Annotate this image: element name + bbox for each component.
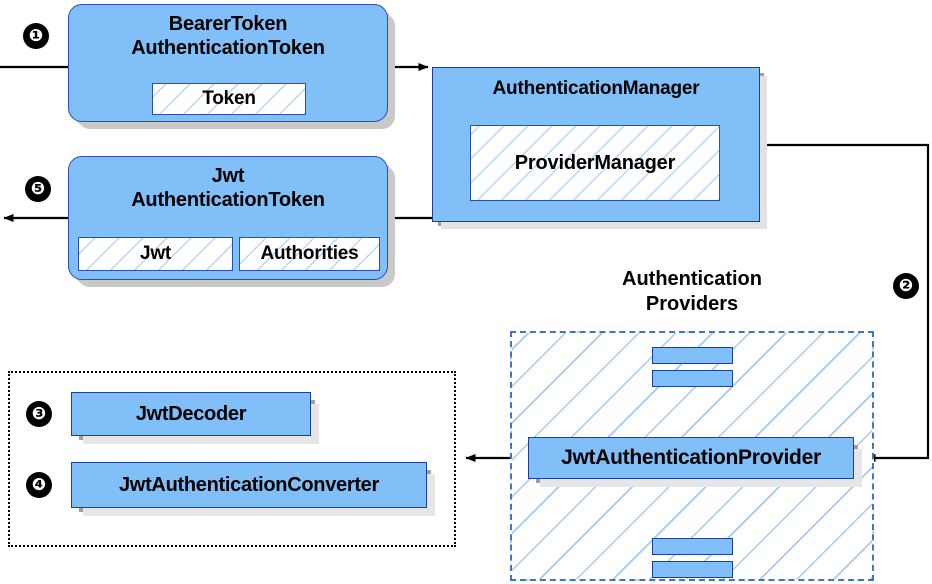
step-marker-2: ❷ bbox=[893, 273, 919, 299]
jwt-decoder-box[interactable]: JwtDecoder bbox=[71, 392, 311, 436]
authentication-manager-box[interactable]: AuthenticationManager ProviderManager bbox=[432, 67, 760, 222]
step-marker-1: ❶ bbox=[23, 23, 49, 49]
jwt-components-region bbox=[8, 371, 456, 547]
jwt-token-title-line2: AuthenticationToken bbox=[131, 189, 325, 211]
jwt-token-chip-authorities: Authorities bbox=[239, 237, 380, 271]
authentication-providers-label-line2: Providers bbox=[645, 293, 739, 315]
bearer-token-chip-token: Token bbox=[152, 83, 306, 115]
provider-placeholder-bar-bottom-2 bbox=[652, 561, 733, 578]
authentication-providers-label-line1: Authentication bbox=[622, 268, 762, 290]
bearer-token-title-line1: BearerToken bbox=[168, 13, 288, 35]
authentication-providers-label: Authentication Providers bbox=[560, 267, 824, 317]
step-marker-4: ❹ bbox=[26, 472, 52, 498]
step-marker-5: ❺ bbox=[25, 176, 51, 202]
connector-manager-to-provider bbox=[760, 143, 930, 462]
jwt-authentication-converter-box[interactable]: JwtAuthenticationConverter bbox=[71, 462, 427, 508]
authentication-manager-chip-provider-manager: ProviderManager bbox=[470, 125, 720, 201]
provider-placeholder-bar-bottom-1 bbox=[652, 538, 733, 555]
jwt-token-title-line1: Jwt bbox=[211, 165, 245, 187]
step-marker-3: ❸ bbox=[26, 401, 52, 427]
jwt-authentication-provider-box[interactable]: JwtAuthenticationProvider bbox=[528, 437, 854, 479]
bearer-token-title: BearerToken AuthenticationToken bbox=[69, 5, 387, 60]
authentication-manager-title: AuthenticationManager bbox=[492, 78, 700, 99]
jwt-authentication-token-box[interactable]: Jwt AuthenticationToken Jwt Authorities bbox=[68, 156, 388, 280]
provider-placeholder-bar-top-1 bbox=[652, 347, 733, 364]
jwt-token-title: Jwt AuthenticationToken bbox=[69, 157, 387, 212]
bearer-token-title-line2: AuthenticationToken bbox=[131, 37, 325, 59]
jwt-token-chip-jwt: Jwt bbox=[78, 237, 233, 271]
bearer-token-authentication-token-box[interactable]: BearerToken AuthenticationToken Token bbox=[68, 4, 388, 122]
provider-placeholder-bar-top-2 bbox=[652, 370, 733, 387]
